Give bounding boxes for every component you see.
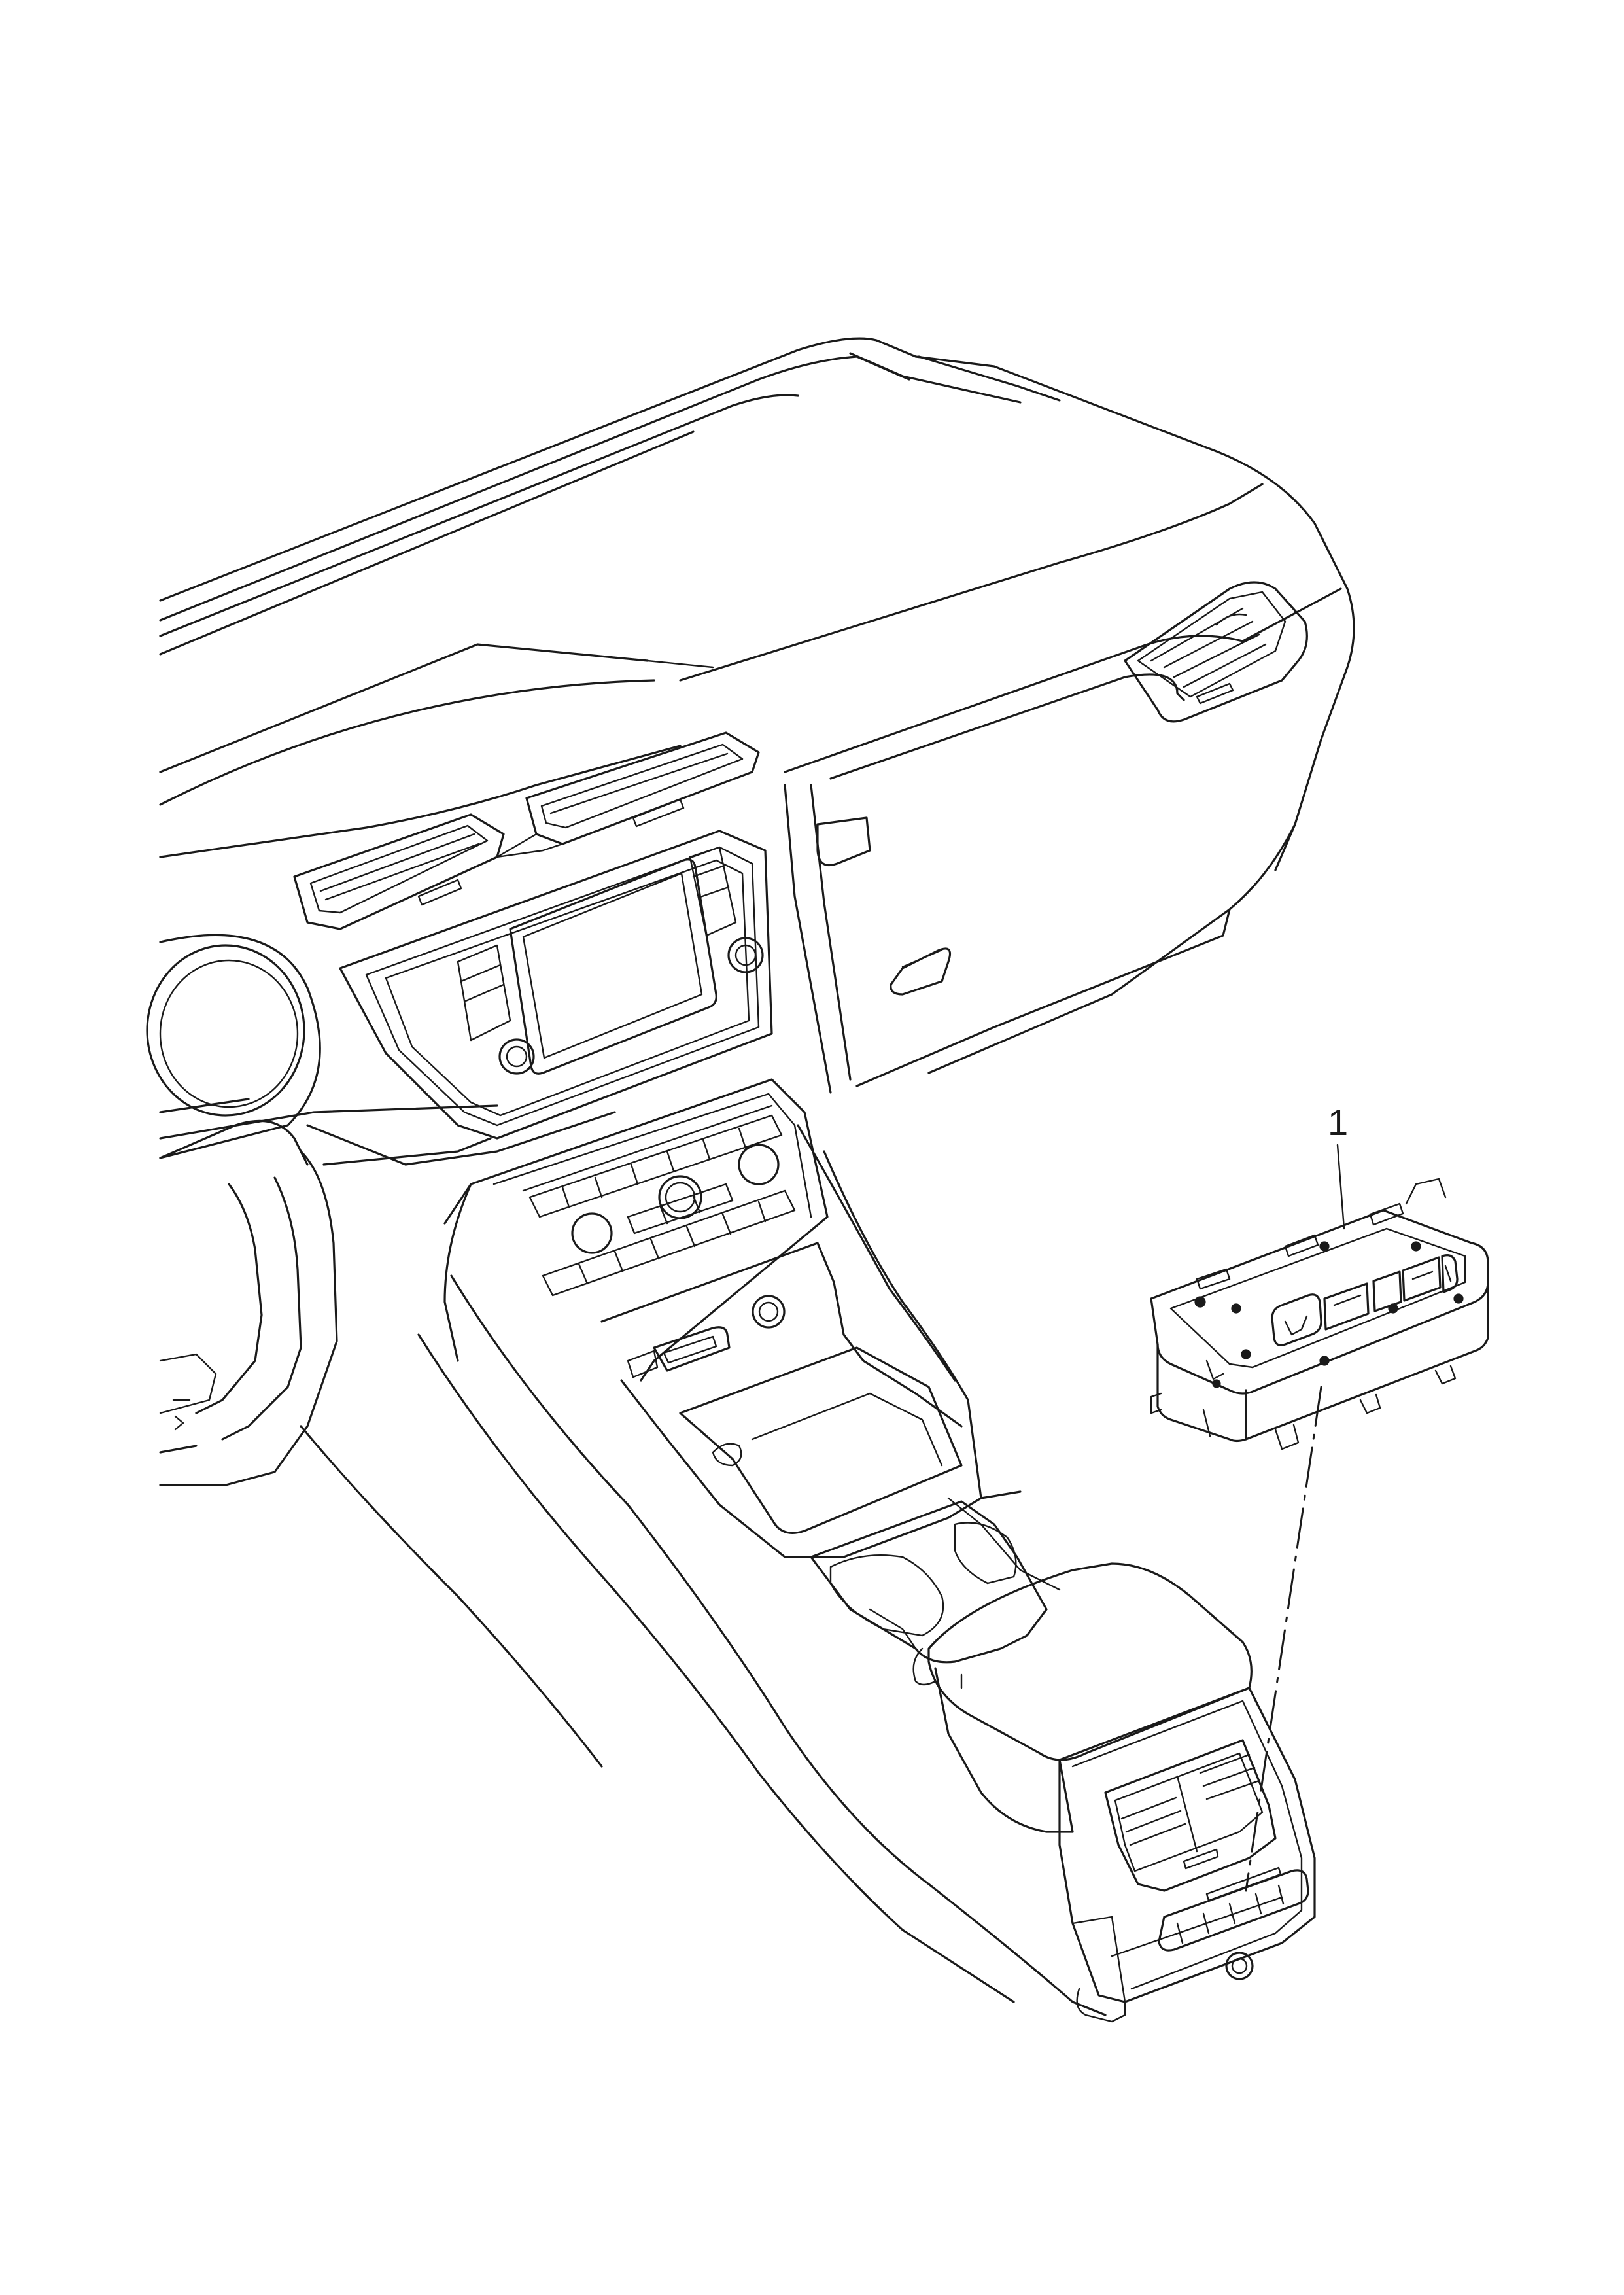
- callout-1: 1: [1245, 1102, 1348, 1892]
- rear-climate-control-module: [1150, 1178, 1489, 1450]
- infotainment-unit: [339, 830, 773, 1140]
- center-console-climate: [443, 1078, 829, 1382]
- center-console-storage: [600, 1242, 982, 1558]
- leader-line-1: [1336, 1144, 1345, 1230]
- center-tunnel: [300, 1124, 1107, 2016]
- instrument-cluster: [146, 934, 498, 1159]
- right-air-vent: [1124, 581, 1308, 723]
- armrest: [912, 1562, 1253, 1833]
- center-air-vents: [293, 731, 760, 930]
- steering-column-area: [159, 1111, 616, 1486]
- assembly-line-1: [1245, 1386, 1322, 1892]
- cupholders: [810, 1497, 1061, 1664]
- rear-console-face: [1058, 1687, 1316, 2023]
- dashboard-right-body: [784, 673, 1322, 1094]
- callout-label-1: 1: [1328, 1102, 1348, 1143]
- dashboard-top: [159, 337, 1355, 858]
